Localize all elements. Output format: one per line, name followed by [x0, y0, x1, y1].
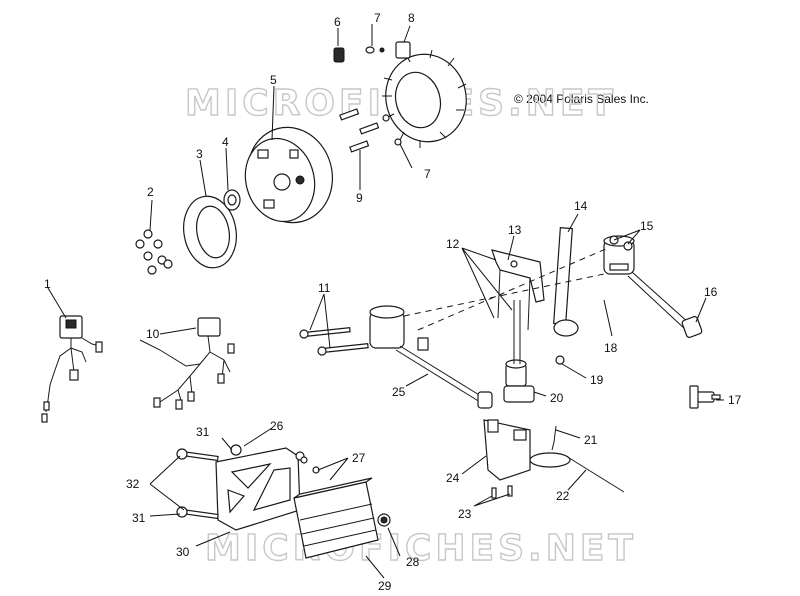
callout-22: 22	[556, 489, 570, 503]
mounting-bracket-part	[483, 419, 531, 499]
callout-30: 30	[176, 545, 190, 559]
callout-25: 25	[392, 385, 406, 399]
watermark-bottom: MICROFICHES.NET	[205, 528, 637, 569]
ground-wire-part	[529, 425, 625, 493]
reference-dashes	[403, 247, 609, 331]
leader-lines	[47, 24, 724, 579]
wiring-harness-part	[139, 317, 235, 410]
flywheel-part	[244, 126, 334, 224]
callout-8: 8	[408, 11, 415, 25]
cdi-module-part	[293, 477, 391, 559]
callout-23: 23	[458, 507, 472, 521]
relay-harness-part	[41, 315, 103, 423]
screw-top-part	[365, 46, 385, 54]
callout-13: 13	[508, 223, 522, 237]
callout-17: 17	[728, 393, 742, 407]
copyright-text: © 2004 Polaris Sales Inc.	[514, 92, 649, 106]
callout-9: 9	[356, 191, 363, 205]
callout-20: 20	[550, 391, 564, 405]
mounting-bolts-part	[299, 327, 369, 356]
callout-14: 14	[574, 199, 588, 213]
callout-31-bottom: 31	[132, 511, 146, 525]
ignition-coil-center-part	[503, 300, 565, 403]
callout-27: 27	[352, 451, 366, 465]
callout-15: 15	[640, 219, 654, 233]
callout-19: 19	[590, 373, 604, 387]
callout-26: 26	[270, 419, 284, 433]
callout-12: 12	[446, 237, 460, 251]
callout-18: 18	[604, 341, 618, 355]
callout-6: 6	[334, 15, 341, 29]
callout-11: 11	[318, 281, 331, 295]
callout-5: 5	[270, 73, 277, 87]
callout-28: 28	[406, 555, 420, 569]
callout-31-top: 31	[196, 425, 210, 439]
callout-21: 21	[584, 433, 598, 447]
stator-part	[382, 41, 467, 148]
callout-labels: 1 2 3 4 5 6 7 7 8 9 10 11 12 13 14 15 16…	[44, 11, 742, 593]
starter-ring-part	[183, 195, 237, 269]
nut-group-part	[135, 229, 173, 275]
callout-1: 1	[44, 277, 51, 291]
callout-32: 32	[126, 477, 140, 491]
ignition-coil-right-part	[603, 235, 703, 338]
ignition-rod-part	[553, 227, 579, 337]
callout-2: 2	[147, 185, 154, 199]
callout-24: 24	[446, 471, 460, 485]
plate-bolts-part	[176, 448, 320, 520]
callout-3: 3	[196, 147, 203, 161]
flywheel-nut-part	[223, 189, 241, 211]
callout-29: 29	[378, 579, 392, 593]
callout-16: 16	[704, 285, 718, 299]
callout-4: 4	[222, 135, 229, 149]
spark-plug-part	[689, 385, 721, 409]
coil-bracket-part	[491, 249, 545, 331]
callout-7-bottom: 7	[424, 167, 431, 181]
sensor-clip-part	[333, 47, 345, 63]
callout-10: 10	[146, 327, 160, 341]
mounting-plate-part	[215, 444, 305, 531]
ignition-coil-left-part	[369, 305, 493, 409]
stator-bolts-part	[339, 108, 402, 153]
callout-7-top: 7	[374, 11, 381, 25]
